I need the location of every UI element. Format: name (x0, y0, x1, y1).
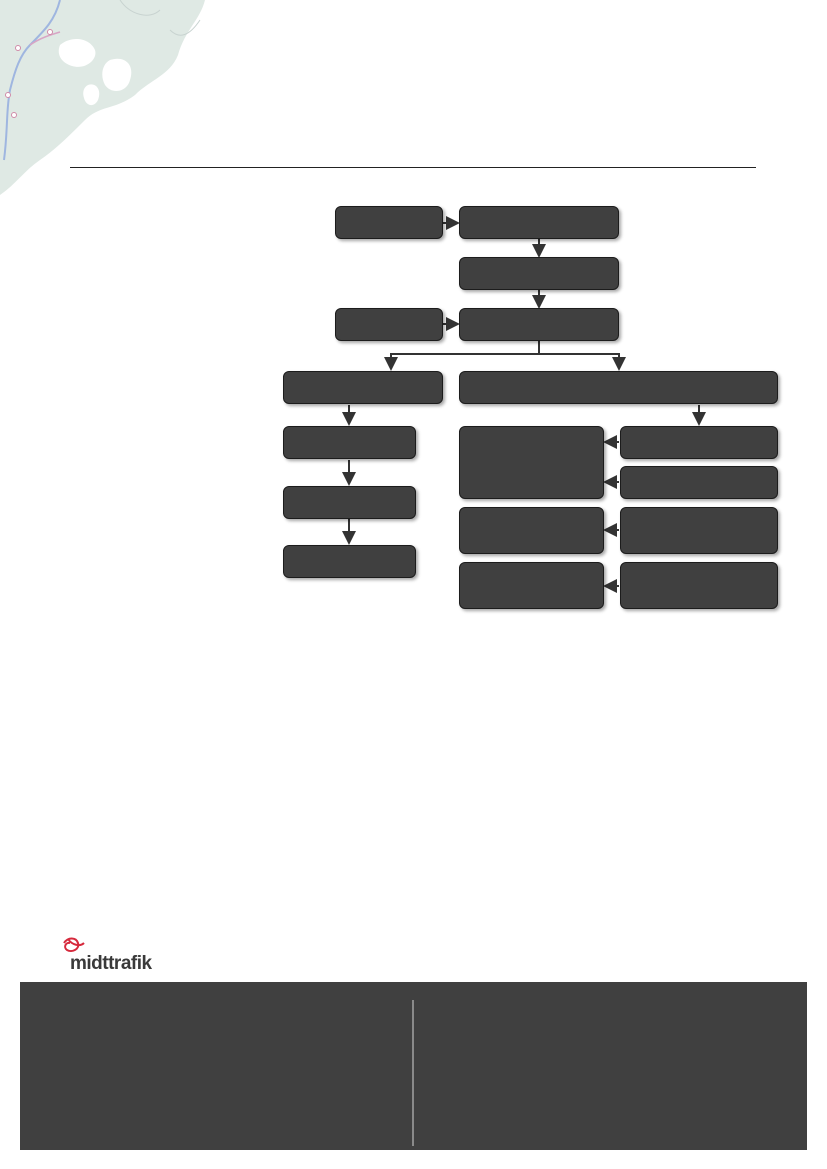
footer-band (20, 982, 807, 1150)
map-stop (11, 112, 17, 118)
flow-node-16 (459, 562, 604, 609)
map-border (119, 0, 201, 36)
map-island (58, 38, 96, 67)
map-stop (15, 45, 21, 51)
flow-node-10 (283, 545, 416, 578)
map-route (29, 31, 61, 46)
map-island (83, 84, 100, 106)
flow-node-13 (620, 466, 778, 499)
flow-node-15 (620, 507, 778, 554)
connector-n5-split (384, 341, 540, 371)
flow-node-11 (459, 426, 604, 499)
footer-divider (412, 1000, 414, 1146)
map-stop (47, 29, 53, 35)
flow-node-12 (620, 426, 778, 459)
flow-node-14 (459, 507, 604, 554)
flow-node-7 (459, 371, 778, 404)
flow-node-1 (335, 206, 443, 239)
flow-node-6 (283, 371, 443, 404)
midttrafik-logo (63, 937, 85, 953)
flow-node-4 (335, 308, 443, 341)
map-land (0, 0, 205, 195)
flow-node-17 (620, 562, 778, 609)
connector-n5-n7 (539, 353, 626, 371)
map-stop (5, 92, 11, 98)
flow-node-9 (283, 486, 416, 519)
flow-node-2 (459, 206, 619, 239)
map-route (3, 0, 61, 161)
logo-mark-icon (63, 937, 85, 953)
flow-node-3 (459, 257, 619, 290)
logo-wordmark: midttrafik (70, 953, 152, 974)
title-rule (70, 167, 756, 168)
flow-node-5 (459, 308, 619, 341)
flow-node-8 (283, 426, 416, 459)
map-island (102, 58, 132, 92)
map-decoration (0, 0, 205, 195)
